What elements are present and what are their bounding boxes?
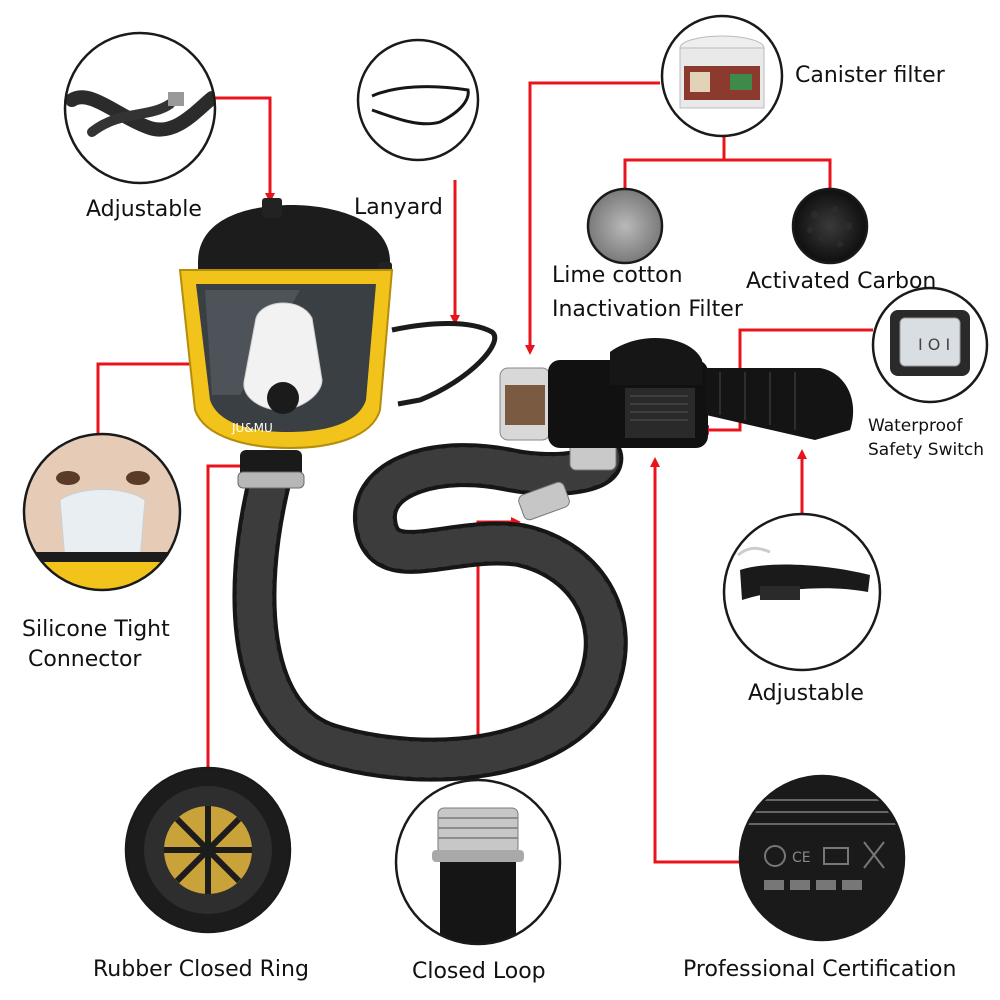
label-adjustable-right: Adjustable: [748, 681, 864, 706]
detail-canister-filter: [660, 14, 784, 138]
label-rubber-closed-ring: Rubber Closed Ring: [93, 957, 309, 982]
line-canister-split: [623, 136, 726, 188]
detail-lime-cotton: [586, 187, 664, 265]
detail-activated-carbon: [791, 187, 869, 265]
detail-adjustable-strap-top: [63, 31, 217, 185]
arrow-adjustable-top: [215, 96, 275, 203]
label-lime-cotton-line2: Inactivation Filter: [552, 297, 743, 322]
detail-adjustable-strap-right: [722, 512, 882, 672]
detail-silicone-connector: [22, 432, 182, 592]
blower-unit: [499, 338, 854, 448]
label-waterproof-line1: Waterproof: [868, 416, 963, 436]
label-canister-filter: Canister filter: [795, 63, 945, 88]
label-lanyard: Lanyard: [354, 195, 443, 220]
label-lime-cotton-line1: Lime cotton: [552, 263, 683, 288]
arrow-canister: [525, 81, 660, 355]
detail-lanyard: [356, 38, 480, 162]
detail-waterproof-switch: I O I: [871, 286, 989, 404]
label-activated-carbon: Activated Carbon: [746, 269, 937, 294]
line-canister-split-b: [724, 158, 832, 188]
label-silicone-line1: Silicone Tight: [22, 617, 170, 642]
detail-professional-certification: CE: [738, 774, 906, 942]
detail-closed-loop: [394, 778, 562, 946]
label-professional-certification: Professional Certification: [683, 957, 957, 982]
detail-rubber-closed-ring: [124, 766, 292, 934]
arrow-rubber-ring: [206, 461, 251, 768]
label-closed-loop: Closed Loop: [412, 959, 546, 984]
brand-mark: JU&MU: [231, 421, 273, 435]
svg-text:I O I: I O I: [918, 335, 950, 354]
svg-text:CE: CE: [792, 850, 811, 866]
arrow-certification: [650, 457, 745, 864]
line-canister-split-a: [623, 136, 726, 188]
label-waterproof-line2: Safety Switch: [868, 440, 984, 460]
full-face-mask: JU&MU: [178, 198, 498, 450]
connector-lines: [96, 81, 873, 864]
label-silicone-line2: Connector: [28, 647, 142, 672]
breathing-hose: [232, 433, 628, 782]
label-adjustable-top: Adjustable: [86, 197, 202, 222]
